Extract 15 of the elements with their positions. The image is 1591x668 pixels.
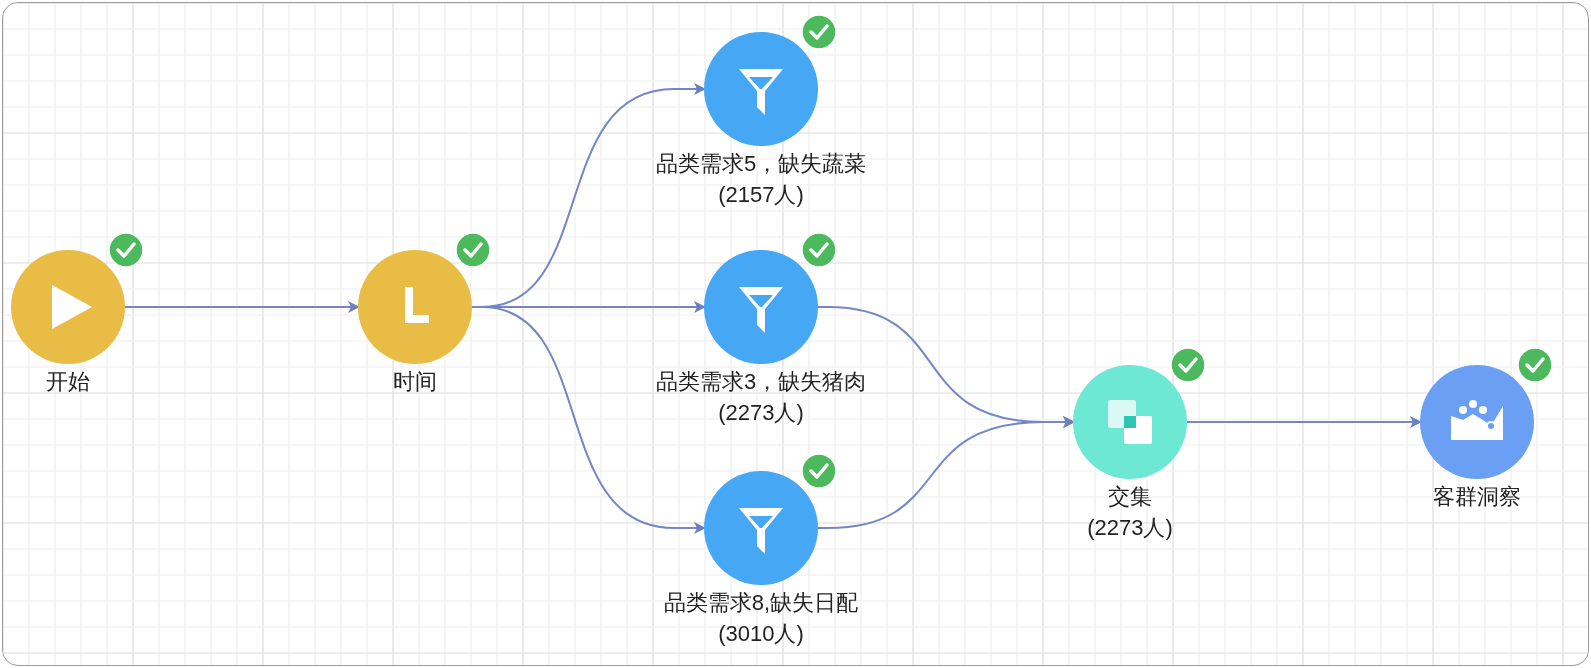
node-label: 交集 (1107, 483, 1153, 511)
arrow (817, 416, 1075, 529)
node-label: 品类需求3，缺失猪肉 (654, 368, 868, 396)
node-label: 品类需求8,缺失日配 (662, 589, 860, 617)
count-label: (2273人) (717, 399, 805, 427)
count-label: (2273人) (1086, 514, 1174, 542)
arrow (471, 306, 706, 534)
arrow (1186, 416, 1422, 428)
node-label: 开始 (45, 368, 91, 396)
node-label: 时间 (392, 368, 438, 396)
node-label: 客群洞察 (1432, 483, 1522, 511)
node-label: 品类需求5，缺失蔬菜 (654, 150, 868, 178)
count-label: (2157人) (717, 181, 805, 209)
arrow (124, 301, 360, 313)
count-label: (3010人) (717, 620, 805, 648)
